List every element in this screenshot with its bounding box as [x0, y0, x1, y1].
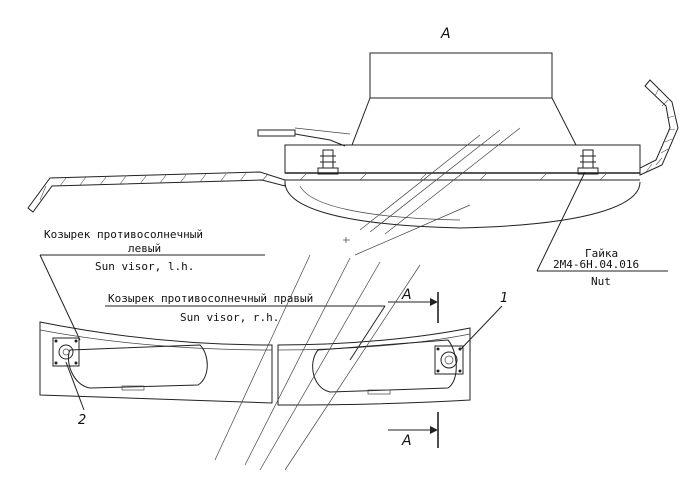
- right-visor-label-ru: Козырек противосолнечный правый: [108, 292, 313, 305]
- view-a-title: А: [440, 26, 451, 42]
- housing-top-box: [369, 52, 553, 99]
- section-label-top: А: [401, 287, 412, 303]
- lever-handle: [257, 129, 296, 137]
- section-label-bottom: А: [401, 433, 412, 449]
- nut-part-number: 2М4-6Н.04.016: [553, 258, 639, 271]
- callout-2-number: 2: [78, 413, 86, 428]
- nut-label: Гайка 2М4-6Н.04.016 Nut: [536, 171, 668, 288]
- bolt-right: [577, 149, 599, 175]
- housing-body: [351, 97, 577, 146]
- nut-leader: [536, 171, 586, 272]
- nut-label-en: Nut: [591, 275, 611, 288]
- left-visor-label-ru-1: Козырек противосолнечный: [44, 228, 203, 241]
- section-marker-top: А: [388, 287, 439, 323]
- section-view-a: [27, 52, 679, 256]
- left-visor-leader: [39, 254, 81, 341]
- bolt-left: [317, 149, 339, 175]
- left-visor-panel: [39, 321, 273, 404]
- left-mount-bracket: [52, 337, 80, 367]
- left-visor-label-en: Sun visor, l.h.: [95, 260, 194, 273]
- left-visor-label-ru-2: левый: [128, 242, 161, 255]
- right-visor-leader: [349, 305, 386, 361]
- nut-label-ru: Гайка: [585, 247, 618, 260]
- lamp-lens: [284, 181, 641, 229]
- right-visor-label-en: Sun visor, r.h.: [180, 311, 279, 324]
- callout-1: 1: [459, 291, 508, 351]
- callout-2: 2: [65, 361, 86, 428]
- right-mount-bracket: [434, 345, 464, 375]
- right-visor-panel: [277, 327, 471, 406]
- section-marker-bottom: А: [388, 412, 439, 449]
- left-visor-label: Козырек противосолнечный левый Sun visor…: [39, 228, 265, 341]
- plan-view-visors: [39, 254, 471, 471]
- roof-panel-left: [27, 171, 286, 213]
- right-visor-pad: [312, 339, 457, 393]
- right-visor-label: Козырек противосолнечный правый Sun viso…: [105, 292, 386, 361]
- callout-1-number: 1: [500, 291, 508, 306]
- roof-panel-right: [639, 79, 679, 176]
- left-visor-pad: [67, 344, 208, 389]
